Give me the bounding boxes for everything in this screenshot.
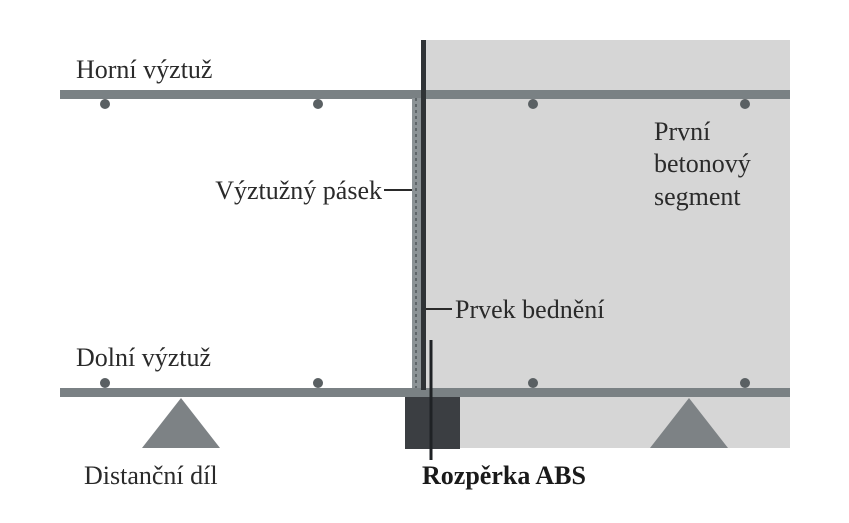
spacer-part-label: Distanční díl <box>84 461 218 490</box>
bottom-rebar-bar <box>60 388 790 397</box>
reinforcing-strip-label: Výztužný pásek <box>215 176 382 205</box>
top-rebar-label: Horní výztuž <box>76 55 212 84</box>
first-segment-label-line-1: První <box>654 117 710 146</box>
formwork-element <box>421 40 426 390</box>
bottom-rebar-dot <box>528 378 538 388</box>
bottom-rebar-label: Dolní výztuž <box>76 343 211 372</box>
bottom-rebar-dot <box>100 378 110 388</box>
abs-spacer-label: Rozpěrka ABS <box>422 461 586 490</box>
formwork-element-label: Prvek bednění <box>455 295 604 324</box>
spacer-triangle-left <box>142 398 220 448</box>
top-rebar-dot <box>313 99 323 109</box>
first-segment-label-line-2: betonový <box>654 149 751 178</box>
concrete-segment <box>425 40 790 448</box>
bottom-rebar-dot <box>740 378 750 388</box>
top-rebar-dot <box>740 99 750 109</box>
top-rebar-dot <box>528 99 538 109</box>
top-rebar-dot <box>100 99 110 109</box>
bottom-rebar-dot <box>313 378 323 388</box>
spacer-triangle-right <box>650 398 728 448</box>
first-segment-label-line-3: segment <box>654 182 741 211</box>
